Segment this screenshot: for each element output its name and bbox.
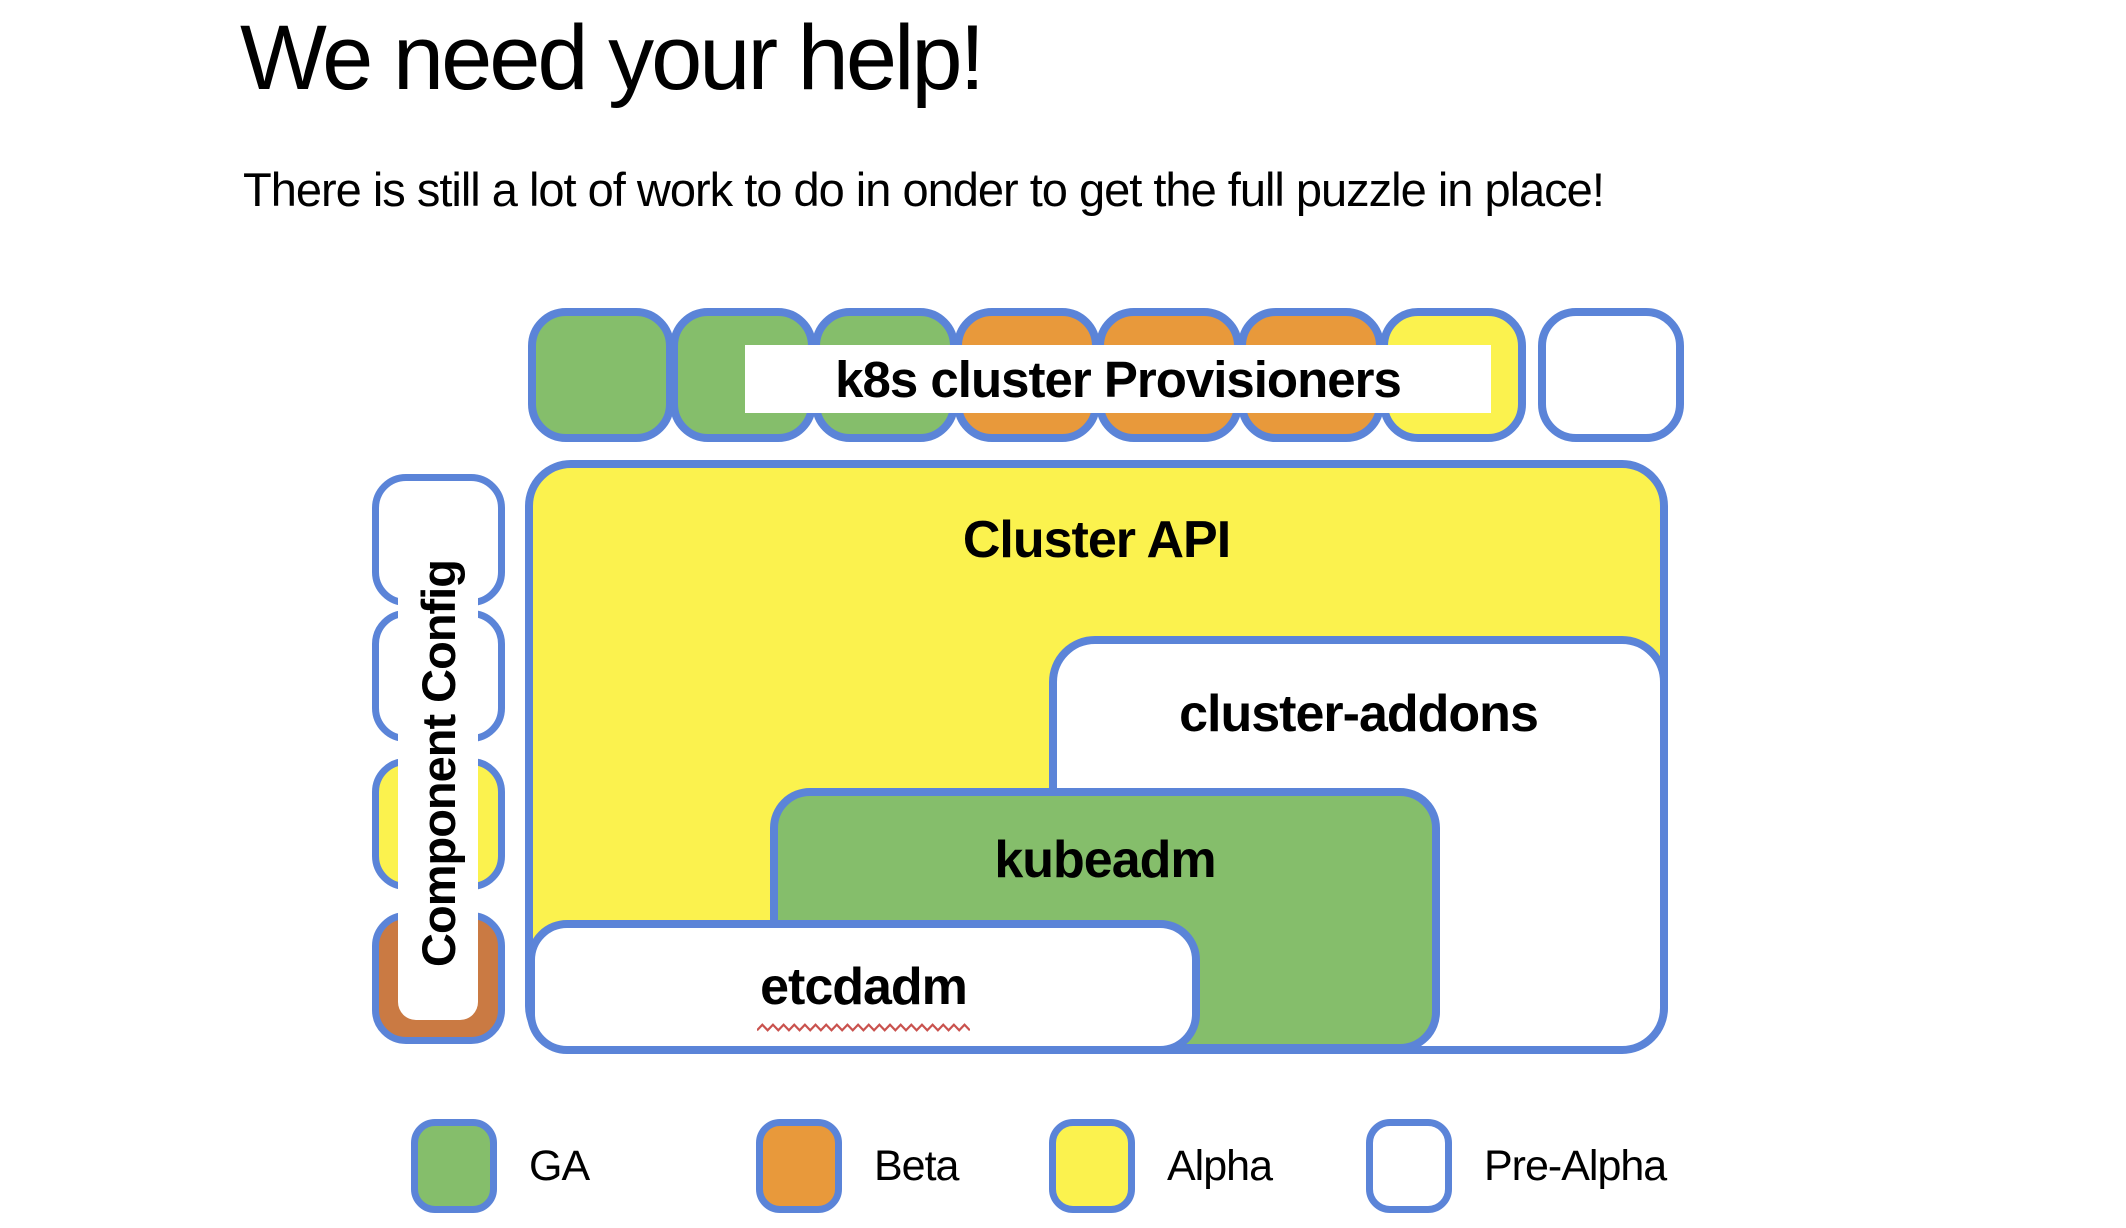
provisioners-square-pre-alpha	[1538, 308, 1684, 442]
legend-item-ga: GA	[411, 1119, 590, 1213]
legend-label: GA	[529, 1141, 590, 1190]
legend-swatch-beta	[756, 1119, 842, 1213]
etcdadm-label: etcdadm	[757, 957, 970, 1032]
legend-item-beta: Beta	[756, 1119, 959, 1213]
provisioners-square-ga	[528, 308, 674, 442]
legend-label: Beta	[874, 1141, 959, 1190]
component-config-label-box: Component Config	[398, 506, 478, 1020]
legend-label: Alpha	[1167, 1141, 1273, 1190]
legend-swatch-alpha	[1049, 1119, 1135, 1213]
kubeadm-label: kubeadm	[994, 831, 1216, 889]
slide-subtitle: There is still a lot of work to do in on…	[243, 163, 1605, 216]
provisioners-label-box: k8s cluster Provisioners	[745, 345, 1491, 413]
slide-title: We need your help!	[240, 7, 985, 109]
provisioners-label: k8s cluster Provisioners	[835, 350, 1402, 408]
legend-item-pre-alpha: Pre-Alpha	[1366, 1119, 1667, 1213]
spellcheck-underline-icon	[757, 1023, 970, 1032]
cluster-addons-label: cluster-addons	[1179, 685, 1539, 743]
legend-item-alpha: Alpha	[1049, 1119, 1273, 1213]
legend-label: Pre-Alpha	[1484, 1141, 1667, 1190]
etcdadm-box: etcdadm	[527, 920, 1200, 1054]
component-config-label: Component Config	[411, 559, 465, 967]
etcdadm-label-text: etcdadm	[760, 958, 968, 1016]
legend-swatch-pre-alpha	[1366, 1119, 1452, 1213]
status-legend: GA Beta Alpha Pre-Alpha	[0, 1119, 2126, 1219]
legend-swatch-ga	[411, 1119, 497, 1213]
cluster-api-label: Cluster API	[962, 511, 1231, 569]
